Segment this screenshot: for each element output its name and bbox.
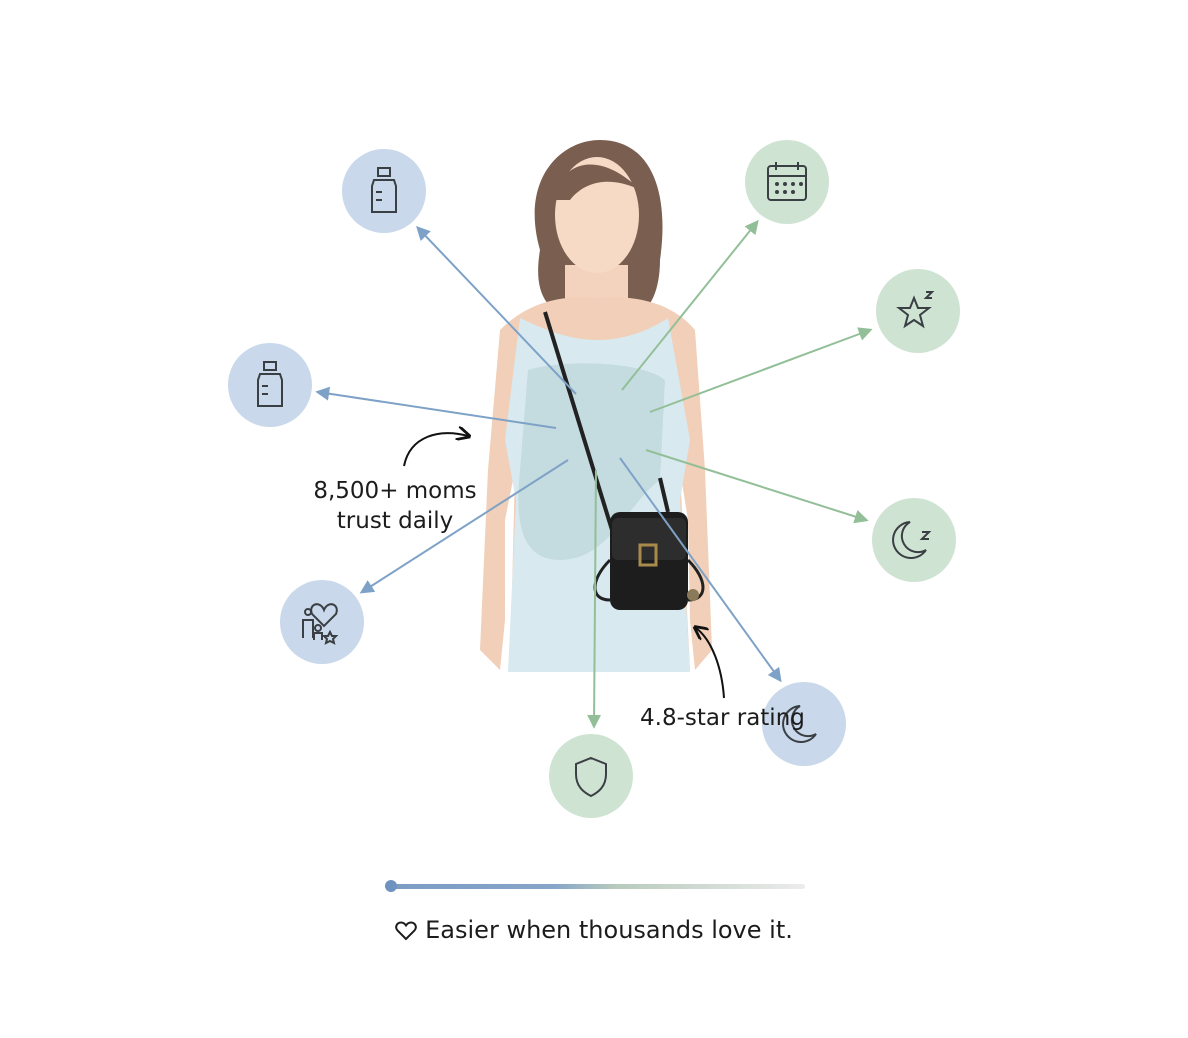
- heart-outline-icon: [395, 921, 417, 941]
- arrow-to-moon: [619, 457, 782, 683]
- calendar-icon: [745, 140, 829, 224]
- arrow-to-shield: [587, 469, 602, 729]
- arrow-to-bottle-left: [315, 386, 557, 429]
- family-heart-icon: [280, 580, 364, 664]
- tagline-text: Easier when thousands love it.: [425, 916, 793, 944]
- star-sleep-icon: [876, 269, 960, 353]
- callout-arrow-rating: [696, 628, 725, 699]
- progress-knob[interactable]: [385, 880, 397, 892]
- moon-icon: [762, 682, 846, 766]
- arrow-to-moon-sleep: [645, 449, 869, 524]
- callout-arrow-moms: [403, 433, 468, 467]
- arrow-to-family: [359, 459, 569, 594]
- arrow-to-bottle-top: [416, 225, 577, 395]
- baby-bottle-icon: [228, 343, 312, 427]
- rating-callout: 4.8-star rating: [640, 705, 805, 731]
- connector-arrows: [315, 219, 873, 729]
- moon-sleep-icon: [872, 498, 956, 582]
- arrow-to-calendar: [621, 219, 759, 391]
- arrow-to-star-sleep: [649, 327, 873, 413]
- crossbody-bag: [543, 311, 705, 610]
- moms-trust-callout: 8,500+ moms trust daily: [313, 478, 477, 534]
- progress-bar: [385, 880, 805, 892]
- tagline: Easier when thousands love it.: [0, 916, 1188, 944]
- shield-icon: [549, 734, 633, 818]
- baby-bottle-icon: [342, 149, 426, 233]
